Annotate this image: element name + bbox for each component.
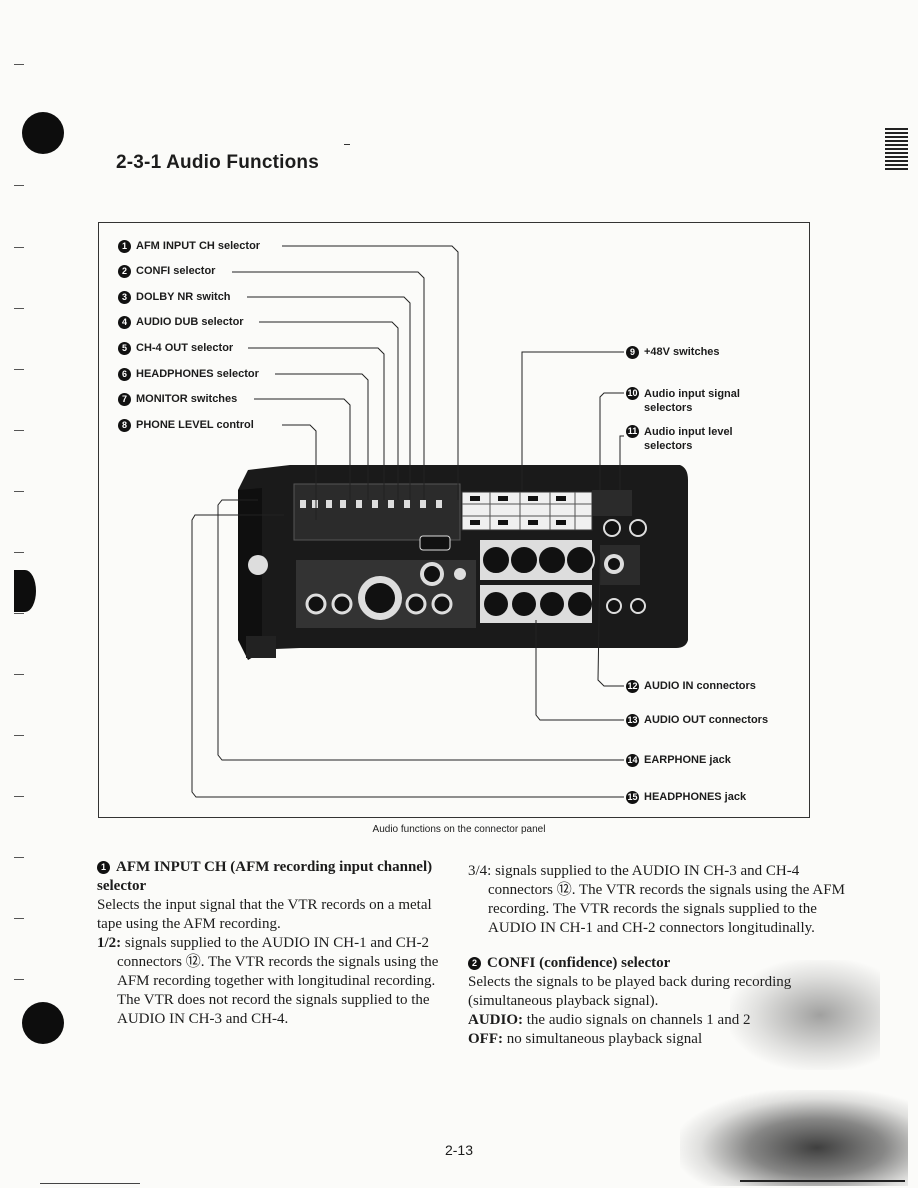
callout-number: 3 xyxy=(118,291,131,304)
callout-afm-input-ch: 1 AFM INPUT CH selector xyxy=(118,240,260,253)
callout-number: 15 xyxy=(626,791,639,804)
punch-hole-top xyxy=(22,112,64,154)
leader-lines xyxy=(191,245,624,798)
callout-48v: 9 +48V switches xyxy=(626,346,720,359)
callout-confi: 2 CONFI selector xyxy=(118,265,215,278)
figure-frame xyxy=(98,222,810,818)
item-text: signals supplied to the AUDIO IN CH-3 an… xyxy=(488,863,845,936)
margin-dash xyxy=(14,430,24,431)
callout-label: EARPHONE jack xyxy=(644,754,731,766)
callout-label: PHONE LEVEL control xyxy=(136,419,254,431)
option-key: AUDIO: xyxy=(468,1012,523,1028)
page-number: 2-13 xyxy=(444,1142,474,1158)
margin-dash xyxy=(14,64,24,65)
callout-number: 5 xyxy=(118,342,131,355)
item-text: signals supplied to the AUDIO IN CH-1 an… xyxy=(117,935,439,1027)
callout-number: 10 xyxy=(626,387,639,400)
bottom-rule xyxy=(40,1183,140,1184)
heading-text: AFM INPUT CH (AFM recording input channe… xyxy=(97,859,433,894)
spacer xyxy=(468,938,853,954)
callout-earphone-jack: 14 EARPHONE jack xyxy=(626,754,731,767)
bottom-rule xyxy=(740,1180,905,1182)
callout-headphones-selector: 6 HEADPHONES selector xyxy=(118,368,259,381)
margin-dash xyxy=(14,552,24,553)
confi-audio-option: AUDIO: the audio signals on channels 1 a… xyxy=(468,1011,853,1030)
figure-caption: Audio functions on the connector panel xyxy=(372,824,546,835)
margin-dash xyxy=(14,918,24,919)
callout-label: CONFI selector xyxy=(136,265,216,277)
afm-item-3-4: 3/4: signals supplied to the AUDIO IN CH… xyxy=(468,862,853,938)
callout-headphones-jack: 15 HEADPHONES jack xyxy=(626,791,746,804)
callout-label: MONITOR switches xyxy=(136,393,238,405)
callout-number: 6 xyxy=(118,368,131,381)
callout-dolby-nr: 3 DOLBY NR switch xyxy=(118,291,231,304)
page-edge-mark xyxy=(885,128,908,172)
confi-intro: Selects the signals to be played back du… xyxy=(468,974,792,1009)
callout-number: 9 xyxy=(626,346,639,359)
callout-label: HEADPHONES selector xyxy=(136,368,259,380)
callout-number: 12 xyxy=(626,680,639,693)
confi-off-option: OFF: no simultaneous playback signal xyxy=(468,1030,853,1049)
option-text: no simultaneous playback signal xyxy=(506,1031,703,1047)
callout-label: Audio input level selectors xyxy=(644,426,733,452)
callout-number: 11 xyxy=(626,425,639,438)
scan-shadow xyxy=(680,1090,908,1186)
margin-dash xyxy=(14,735,24,736)
margin-dash xyxy=(14,613,24,614)
callout-label: +48V switches xyxy=(644,346,720,358)
callout-number: 7 xyxy=(118,393,131,406)
scan-shadow xyxy=(730,960,880,1070)
callout-audio-in-connectors: 12 AUDIO IN connectors xyxy=(626,680,756,693)
heading-number: 1 xyxy=(97,861,110,874)
margin-dash xyxy=(14,857,24,858)
callout-audio-out-connectors: 13 AUDIO OUT connectors xyxy=(626,714,768,727)
item-key: 1/2: xyxy=(97,935,122,951)
stray-mark xyxy=(344,144,350,145)
punch-hole-bottom xyxy=(22,1002,64,1044)
callout-label: AFM INPUT CH selector xyxy=(136,240,261,252)
afm-item-1-2: 1/2: signals supplied to the AUDIO IN CH… xyxy=(97,934,447,1029)
margin-dash xyxy=(14,185,24,186)
margin-dash xyxy=(14,308,24,309)
callout-label: AUDIO DUB selector xyxy=(136,316,244,328)
margin-dash xyxy=(14,247,24,248)
callout-audio-input-level: 11 Audio input level selectors xyxy=(626,425,774,453)
callout-label: DOLBY NR switch xyxy=(136,291,231,303)
callout-number: 1 xyxy=(118,240,131,253)
margin-dash xyxy=(14,369,24,370)
callout-number: 2 xyxy=(118,265,131,278)
callout-label: AUDIO IN connectors xyxy=(644,680,756,692)
callout-label: HEADPHONES jack xyxy=(644,791,747,803)
margin-dash xyxy=(14,491,24,492)
callout-number: 13 xyxy=(626,714,639,727)
vtr-body xyxy=(238,465,688,660)
callout-monitor: 7 MONITOR switches xyxy=(118,393,237,406)
heading-text: CONFI (confidence) selector xyxy=(487,955,671,971)
callout-number: 8 xyxy=(118,419,131,432)
option-text: the audio signals on channels 1 and 2 xyxy=(526,1012,751,1028)
callout-audio-dub: 4 AUDIO DUB selector xyxy=(118,316,244,329)
punch-hole-middle xyxy=(14,570,36,612)
margin-dash xyxy=(14,979,24,980)
callout-label: CH-4 OUT selector xyxy=(136,342,234,354)
margin-dash xyxy=(14,674,24,675)
option-key: OFF: xyxy=(468,1031,503,1047)
heading-number: 2 xyxy=(468,957,481,970)
callout-label: Audio input signal selectors xyxy=(644,388,740,414)
callout-phone-level: 8 PHONE LEVEL control xyxy=(118,419,254,432)
afm-input-ch-intro: Selects the input signal that the VTR re… xyxy=(97,897,432,932)
right-column: 3/4: signals supplied to the AUDIO IN CH… xyxy=(468,862,853,1049)
margin-dash xyxy=(14,796,24,797)
confi-heading: 2 CONFI (confidence) selector xyxy=(468,954,853,973)
item-key: 3/4: xyxy=(468,863,492,879)
callout-audio-input-signal: 10 Audio input signal selectors xyxy=(626,387,774,415)
section-title: 2-3-1 Audio Functions xyxy=(116,152,319,173)
callout-label: AUDIO OUT connectors xyxy=(644,714,769,726)
callout-ch4-out: 5 CH-4 OUT selector xyxy=(118,342,233,355)
callout-number: 4 xyxy=(118,316,131,329)
callout-number: 14 xyxy=(626,754,639,767)
